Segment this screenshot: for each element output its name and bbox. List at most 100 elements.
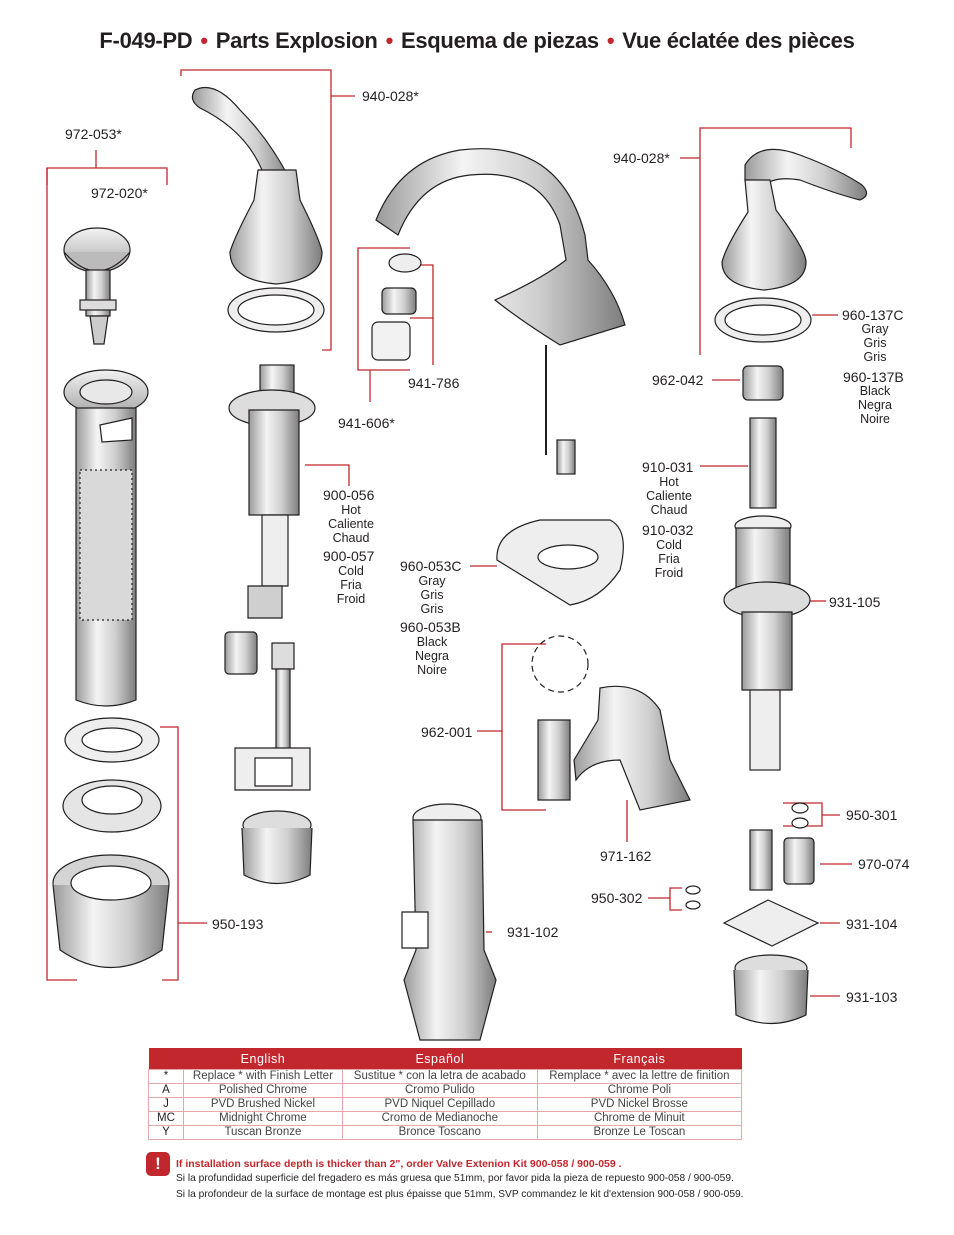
finish-english: Replace * with Finish Letter [183, 1069, 343, 1084]
finish-french: Chrome de Minuit [536, 1111, 743, 1126]
color-es: Negra [414, 649, 450, 663]
finish-spanish: Cromo Pulido [341, 1083, 538, 1098]
legend-header-english: English [183, 1048, 343, 1070]
callout-lines [46, 69, 852, 997]
callout-971-162: 971-162 [600, 848, 652, 864]
color-en: Gray [861, 322, 889, 336]
callout-910-032: 910-032 [642, 522, 694, 538]
temp-es: Caliente [646, 489, 692, 503]
temp-fr: Chaud [332, 531, 370, 545]
temp-es: Fria [658, 552, 680, 566]
callout-910-031: 910-031 [642, 459, 694, 475]
color-fr: Gris [863, 350, 887, 364]
temp-en: Cold [338, 564, 364, 578]
title-bullet: • [385, 28, 394, 53]
callout-941-606: 941-606* [338, 415, 395, 431]
finish-legend-table: English Español Français * Replace * wit… [148, 1048, 743, 1140]
title-english: Parts Explosion [215, 28, 378, 53]
installation-wrench [401, 803, 497, 1041]
finish-spanish: Sustitue * con la letra de acabado [341, 1069, 538, 1084]
temp-en: Hot [659, 475, 679, 489]
legend-header-row: English Español Français [148, 1048, 742, 1070]
color-fr: Gris [420, 602, 444, 616]
color-es: Gris [420, 588, 444, 602]
color-es: Gris [863, 336, 887, 350]
finish-code: J [148, 1097, 184, 1112]
color-fr: Noire [860, 412, 890, 426]
callout-972-020: 972-020* [91, 185, 148, 201]
callout-900-057: 900-057 [323, 548, 375, 564]
finish-code: Y [148, 1125, 184, 1140]
finish-spanish: PVD Niquel Cepillado [341, 1097, 538, 1112]
table-row: A Polished Chrome Cromo Pulido Chrome Po… [148, 1083, 743, 1098]
spout-assembly [371, 148, 691, 811]
finish-code: MC [148, 1111, 184, 1126]
temp-es: Fria [340, 578, 362, 592]
finish-english: Tuscan Bronze [183, 1125, 343, 1140]
note-french: Si la profondeur de la surface de montag… [176, 1189, 744, 1200]
left-handle-assembly [191, 86, 325, 884]
finish-english: Polished Chrome [183, 1083, 343, 1098]
callout-941-786: 941-786 [408, 375, 460, 391]
table-row: * Replace * with Finish Letter Sustitue … [148, 1069, 743, 1084]
parts-explosion-diagram [46, 69, 868, 1041]
callout-960-053c: 960-053C [400, 558, 462, 574]
finish-french: PVD Nickel Brosse [536, 1097, 743, 1112]
color-en: Black [859, 384, 891, 398]
callout-950-302: 950-302 [591, 890, 643, 906]
callout-931-102: 931-102 [507, 924, 559, 940]
table-row: J PVD Brushed Nickel PVD Niquel Cepillad… [148, 1097, 743, 1112]
page-title: F-049-PD•Parts Explosion•Esquema de piez… [0, 28, 954, 54]
model-number: F-049-PD [99, 28, 193, 53]
finish-spanish: Bronce Toscano [341, 1125, 538, 1140]
callout-931-103: 931-103 [846, 989, 898, 1005]
callout-931-104: 931-104 [846, 916, 898, 932]
temp-fr: Froid [654, 566, 684, 580]
table-row: MC Midnight Chrome Cromo de Medianoche C… [148, 1111, 743, 1126]
title-french: Vue éclatée des pièces [622, 28, 855, 53]
title-bullet: • [606, 28, 615, 53]
callout-940-028-right: 940-028* [613, 150, 670, 166]
temp-es: Caliente [328, 517, 374, 531]
finish-spanish: Cromo de Medianoche [341, 1111, 538, 1126]
temp-fr: Froid [336, 592, 366, 606]
legend-header-french: Français [537, 1048, 742, 1070]
finish-code: A [148, 1083, 184, 1098]
note-english: If installation surface depth is thicker… [176, 1158, 622, 1170]
title-spanish: Esquema de piezas [400, 28, 599, 53]
temp-en: Hot [341, 503, 361, 517]
exclamation-icon: ! [146, 1152, 170, 1176]
finish-french: Chrome Poli [536, 1083, 743, 1098]
legend-code-header [148, 1048, 184, 1070]
color-es: Negra [857, 398, 893, 412]
finish-code: * [148, 1069, 184, 1084]
right-handle-assembly [685, 148, 868, 1024]
finish-french: Bronze Le Toscan [536, 1125, 743, 1140]
callout-950-193: 950-193 [212, 916, 264, 932]
callout-960-053b: 960-053B [400, 619, 461, 635]
callout-900-056: 900-056 [323, 487, 375, 503]
temp-en: Cold [656, 538, 682, 552]
table-row: Y Tuscan Bronze Bronce Toscano Bronze Le… [148, 1125, 743, 1140]
callout-931-105: 931-105 [829, 594, 881, 610]
callout-962-042: 962-042 [652, 372, 704, 388]
finish-english: PVD Brushed Nickel [183, 1097, 343, 1112]
color-en: Black [416, 635, 448, 649]
callout-950-301: 950-301 [846, 807, 898, 823]
temp-fr: Chaud [650, 503, 688, 517]
finish-french: Remplace * avec la lettre de finition [536, 1069, 743, 1084]
drain-assembly [52, 227, 170, 968]
title-bullet: • [200, 28, 208, 53]
callout-960-137c: 960-137C [842, 307, 904, 323]
note-spanish: Si la profundidad superficie del fregade… [176, 1173, 734, 1184]
finish-english: Midnight Chrome [183, 1111, 343, 1126]
callout-972-053: 972-053* [65, 126, 122, 142]
